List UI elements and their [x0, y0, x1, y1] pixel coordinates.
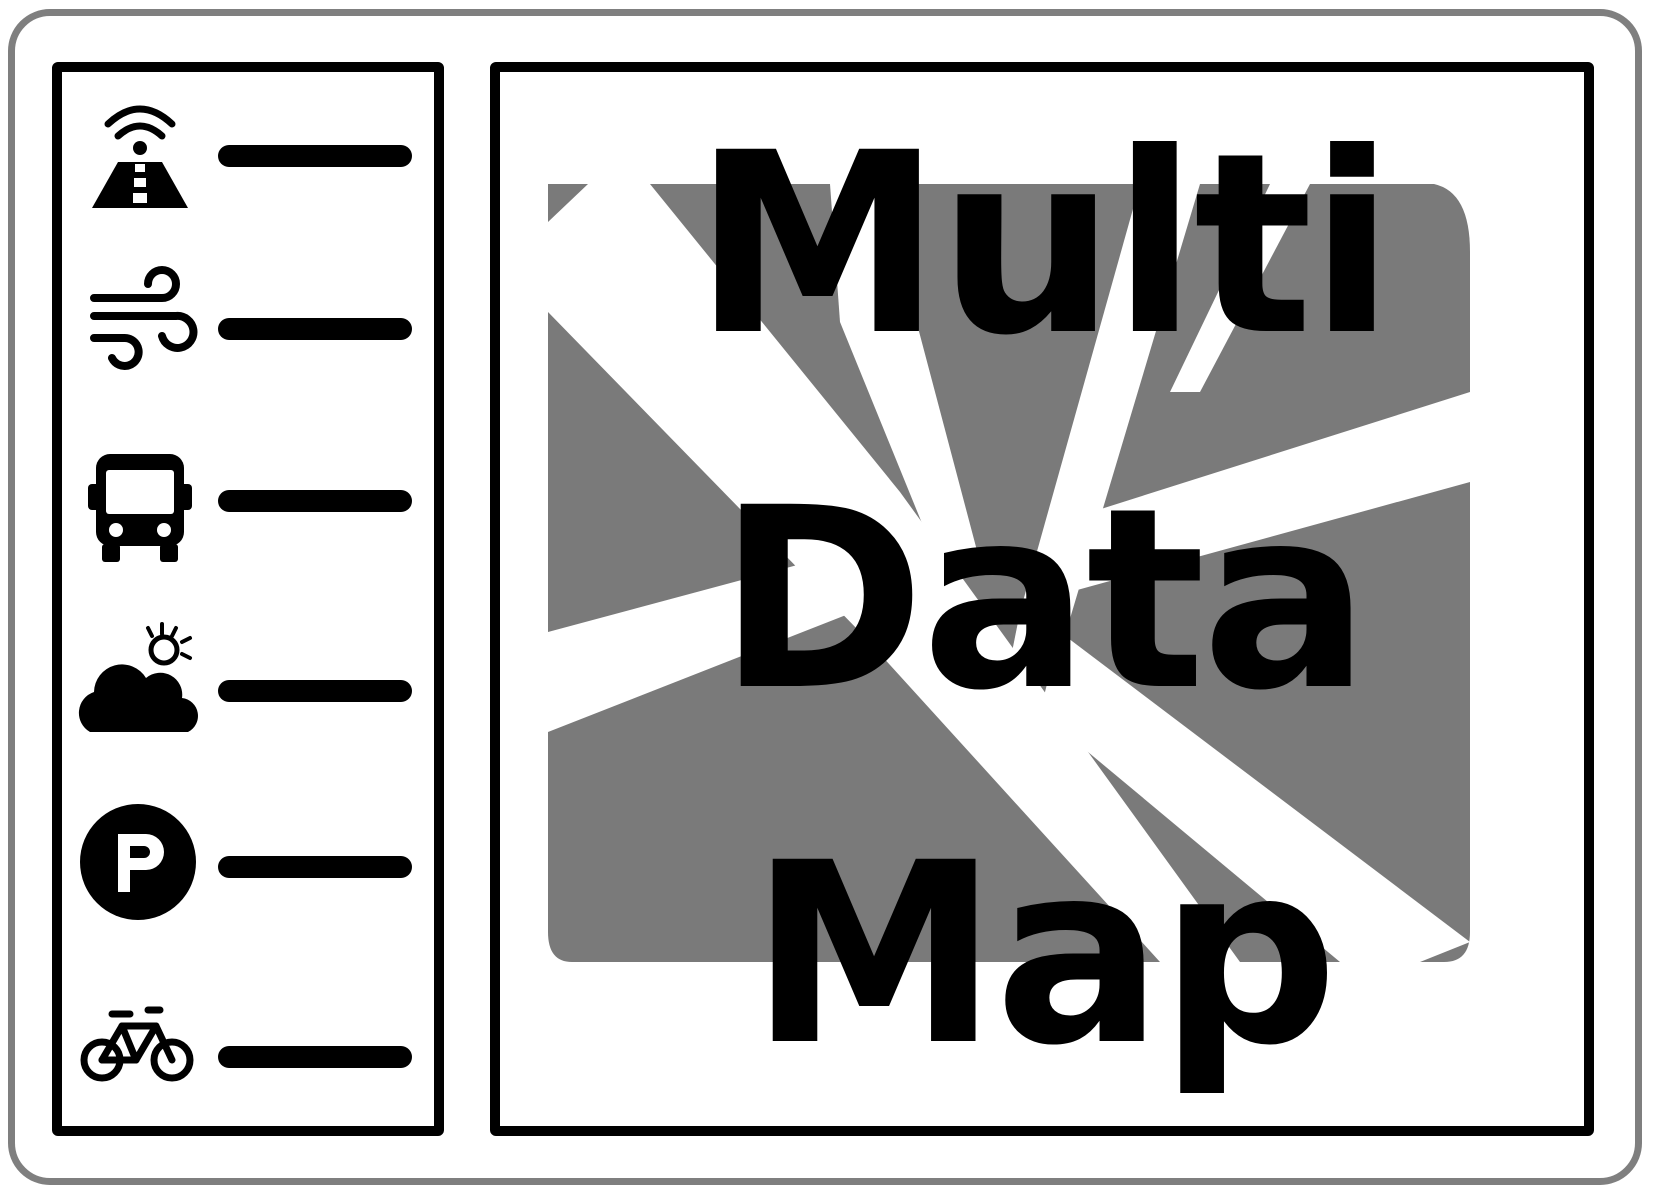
partly-cloudy-icon [78, 622, 202, 746]
legend-line [218, 1046, 412, 1068]
smart-road-icon [78, 90, 202, 214]
parking-icon [78, 802, 202, 926]
map-title-line-3: Map [749, 808, 1338, 1100]
legend-item-bus [62, 446, 434, 586]
wind-icon [78, 262, 202, 386]
map-title-line-1: Multi [693, 98, 1395, 390]
legend-line [218, 680, 412, 702]
map-graphic [548, 184, 1470, 962]
map-title-line-2: Data [717, 453, 1370, 745]
legend-line [218, 856, 412, 878]
legend-item-bicycle [62, 984, 434, 1124]
legend-panel [52, 62, 444, 1136]
legend-line [218, 145, 412, 167]
map-roads [548, 184, 1470, 962]
legend-item-wind [62, 262, 434, 402]
map-panel: Multi Data Map [490, 62, 1594, 1136]
bicycle-icon [78, 984, 202, 1108]
legend-item-weather [62, 622, 434, 762]
legend-line [218, 318, 412, 340]
bus-icon [78, 446, 202, 570]
legend-item-parking [62, 802, 434, 942]
legend-line [218, 490, 412, 512]
legend-item-smart-road [62, 90, 434, 230]
map-title: Multi Data Map [500, 72, 1584, 1126]
